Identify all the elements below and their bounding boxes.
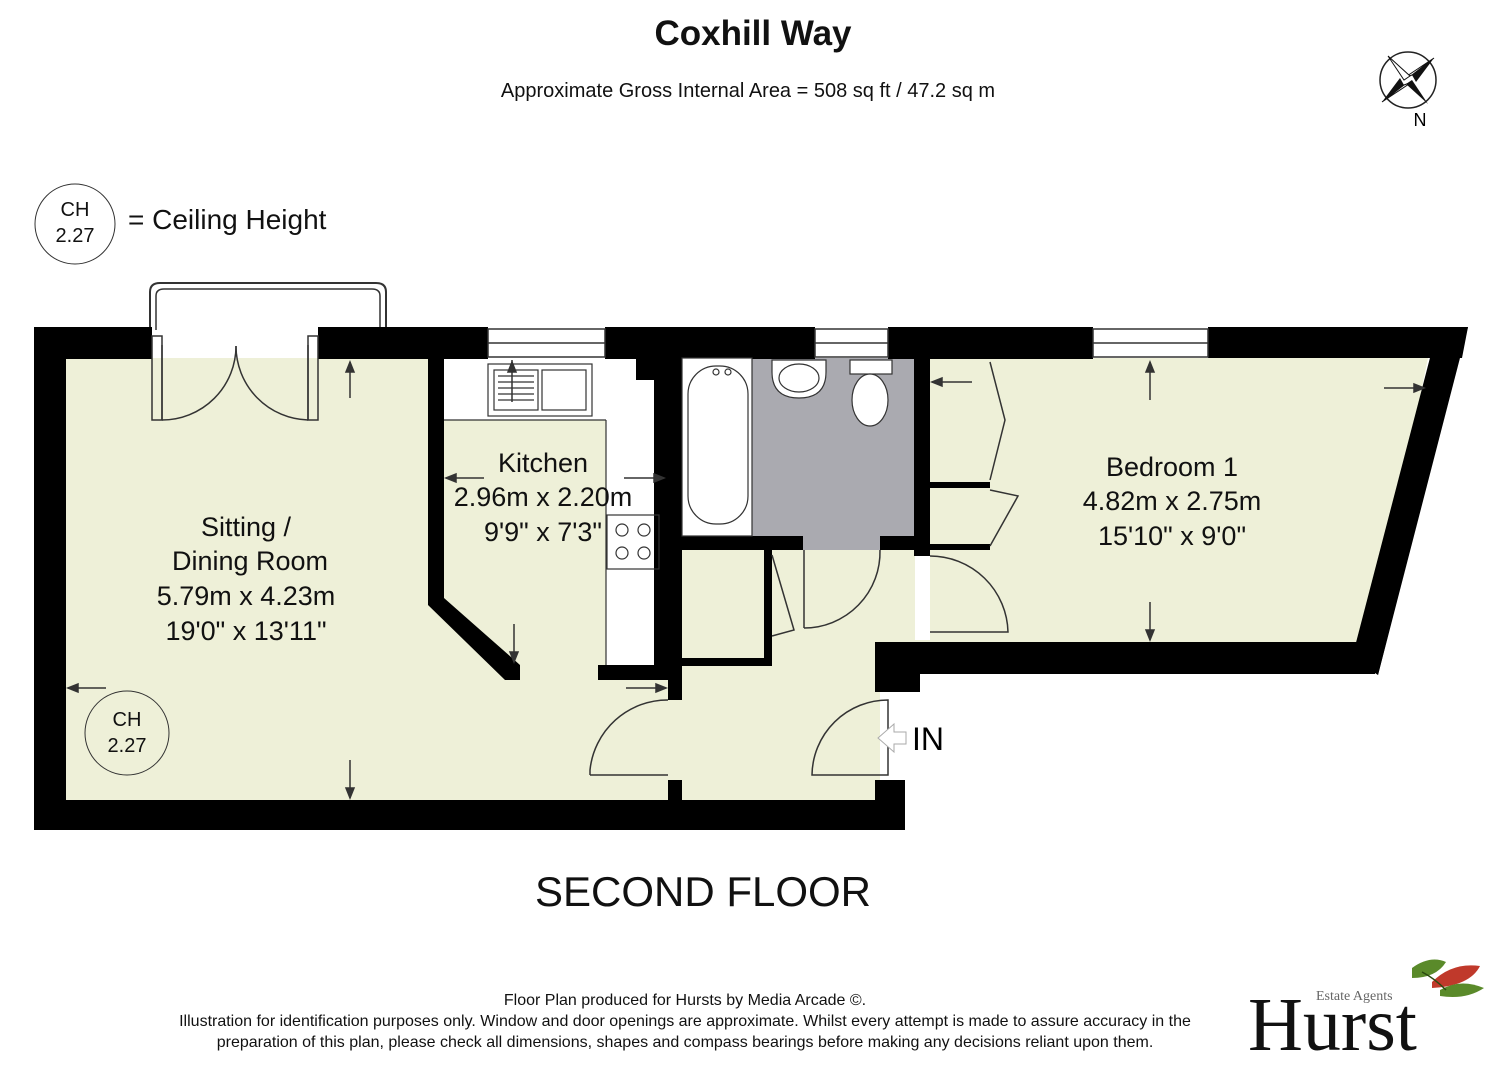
svg-text:2.27: 2.27 (108, 735, 147, 757)
svg-text:Dining Room: Dining Room (172, 546, 328, 576)
svg-text:CH: CH (113, 709, 142, 731)
walls (34, 327, 1468, 830)
entrance-arrow-icon (877, 722, 907, 754)
svg-text:9'9" x 7'3": 9'9" x 7'3" (484, 517, 602, 547)
entrance-label: IN (912, 721, 944, 757)
sitting-room-label: Sitting / Dining Room 5.79m x 4.23m 19'0… (157, 512, 336, 646)
balcony-rail (149, 282, 387, 330)
svg-text:CH: CH (61, 199, 90, 221)
svg-text:4.82m x 2.75m: 4.82m x 2.75m (1083, 486, 1262, 516)
disclaimer-line-3: preparation of this plan, please check a… (216, 1034, 1154, 1051)
svg-text:Kitchen: Kitchen (498, 448, 588, 478)
hob-icon (606, 514, 660, 570)
svg-text:5.79m x 4.23m: 5.79m x 4.23m (157, 581, 336, 611)
bedroom-label: Bedroom 1 4.82m x 2.75m 15'10" x 9'0" (1083, 452, 1262, 551)
ceiling-height-badge: CH 2.27 (84, 690, 170, 776)
svg-text:Bedroom 1: Bedroom 1 (1106, 452, 1238, 482)
compass-icon: N (1379, 51, 1437, 130)
floor-label: SECOND FLOOR (534, 868, 872, 915)
disclaimer: Floor Plan produced for Hursts by Media … (120, 990, 1250, 1053)
svg-text:2.96m x 2.20m: 2.96m x 2.20m (454, 482, 633, 512)
ceiling-height-legend-text: = Ceiling Height (128, 204, 327, 235)
disclaimer-line-1: Floor Plan produced for Hursts by Media … (503, 992, 867, 1009)
bathroom-fixtures (681, 357, 893, 537)
balcony-doors (151, 335, 319, 421)
dimension-arrows (65, 359, 1427, 801)
plan-title: Coxhill Way (654, 14, 852, 53)
kitchen-fixtures (444, 363, 660, 665)
interior-doors (589, 361, 1020, 776)
svg-text:2.27: 2.27 (56, 225, 95, 247)
svg-text:Estate Agents: Estate Agents (1316, 989, 1393, 1004)
toilet-icon (849, 359, 893, 375)
svg-text:Hurst: Hurst (1248, 983, 1417, 1067)
disclaimer-line-2: Illustration for identification purposes… (179, 1013, 1191, 1030)
kitchen-label: Kitchen 2.96m x 2.20m 9'9" x 7'3" (454, 448, 633, 547)
room-fills (64, 358, 1428, 800)
svg-text:Sitting /: Sitting / (201, 512, 292, 542)
hurst-logo: Estate Agents Hurst (1248, 959, 1484, 1067)
svg-text:19'0" x 13'11": 19'0" x 13'11" (165, 616, 326, 646)
windows (487, 328, 1209, 358)
compass-north-label: N (1414, 110, 1427, 130)
svg-text:15'10" x 9'0": 15'10" x 9'0" (1098, 521, 1246, 551)
ceiling-height-legend-badge: CH 2.27 (34, 183, 116, 265)
gross-area-text: Approximate Gross Internal Area = 508 sq… (500, 80, 996, 102)
